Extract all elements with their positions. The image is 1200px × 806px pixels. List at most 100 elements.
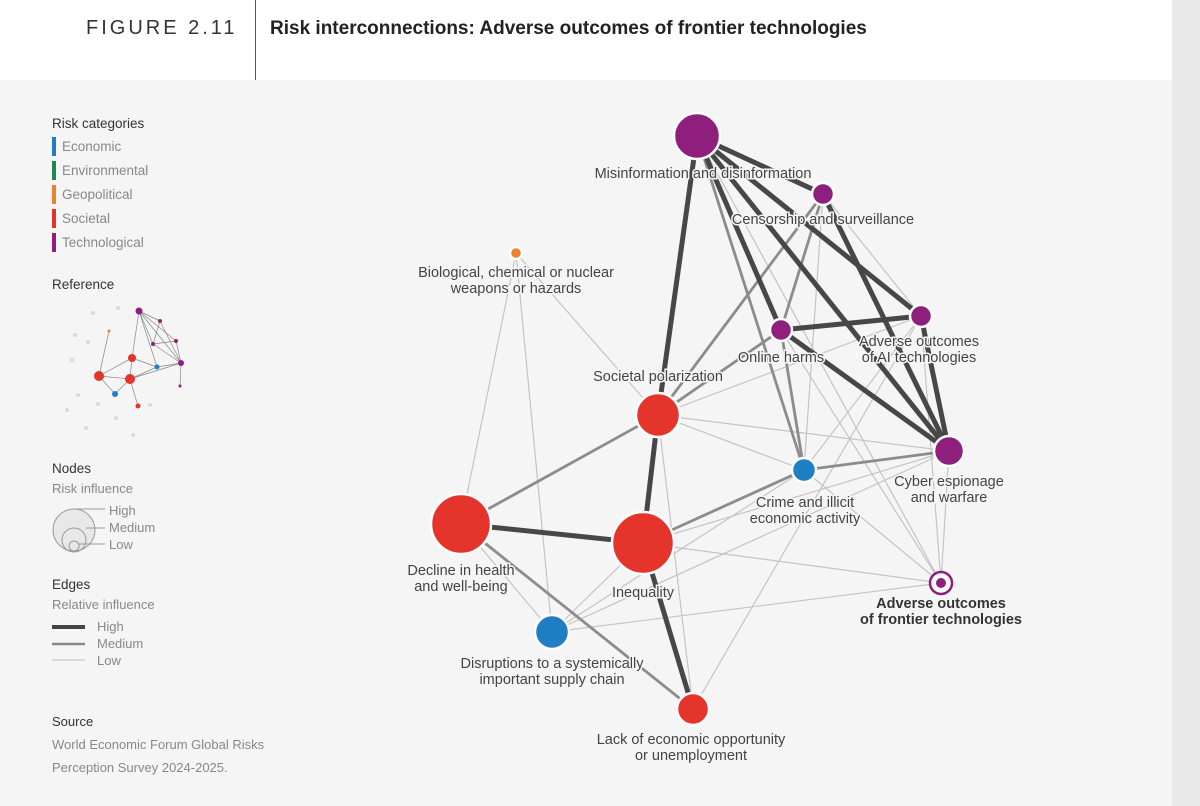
node-health[interactable] (429, 492, 493, 556)
economic-swatch (52, 137, 56, 156)
reference-edge (131, 357, 158, 368)
edge-online-ai (780, 313, 922, 333)
reference-faded-node (116, 306, 120, 310)
node-crime[interactable] (790, 456, 818, 484)
legend-category-environmental: Environmental (52, 161, 148, 181)
reference-faded-node (148, 403, 152, 407)
edge-misinfo-ai (695, 134, 923, 318)
node-label-polar: Societal polarization (593, 369, 723, 385)
reference-edge (138, 310, 161, 322)
reference-edge (152, 320, 161, 345)
node-label-inequality: Inequality (612, 585, 675, 601)
node-label-line: Censorship and surveillance (732, 212, 914, 228)
reference-node (107, 329, 111, 333)
edge-inequality-frontier (642, 542, 942, 584)
reference-edge (156, 362, 182, 368)
reference-node (135, 403, 141, 409)
reference-node (135, 307, 143, 315)
legend-categories-title: Risk categories (52, 116, 145, 131)
reference-edge (138, 310, 158, 368)
reference-node (154, 364, 160, 370)
node-label-line: weapons or hazards (450, 281, 582, 297)
source-title: Source (52, 714, 94, 729)
nodes-layer (429, 111, 966, 727)
edge-crime-cyber (803, 449, 950, 472)
legend-reference-title: Reference (52, 277, 115, 292)
edge-health-bio (460, 252, 517, 525)
edge-misinfo-online (694, 135, 784, 331)
node-ai[interactable] (908, 303, 934, 329)
node-label-line: economic activity (750, 511, 861, 527)
category-label: Geopolitical (62, 187, 133, 202)
edge-online-crime (779, 329, 806, 471)
edge-online-frontier (780, 329, 942, 584)
reference-node (178, 360, 184, 366)
reference-node (174, 339, 178, 343)
reference-node (128, 354, 136, 362)
edge-censorship-polar (656, 193, 825, 416)
figure-title: Risk interconnections: Adverse outcomes … (270, 18, 867, 39)
edge-supply-frontier (551, 582, 942, 633)
legend-edges-title: Edges (52, 577, 91, 592)
reference-faded-node (86, 340, 90, 344)
reference-node (151, 342, 155, 346)
edge-censorship-ai (822, 193, 922, 317)
node-lack[interactable] (675, 691, 711, 727)
legend-category-geopolitical: Geopolitical (52, 185, 133, 205)
edge-ai-crime (803, 315, 922, 471)
edge-polar-bio (515, 252, 659, 416)
node-online[interactable] (768, 317, 794, 343)
node-frontier[interactable] (936, 578, 946, 588)
labels-layer: Misinformation and disinformationCensors… (406, 165, 1024, 766)
node-level-low: Low (109, 537, 133, 552)
reference-edge (138, 310, 182, 364)
node-bio[interactable] (508, 245, 524, 261)
edge-crime-supply (551, 469, 805, 633)
reference-edge (152, 343, 182, 364)
reference-edge (138, 310, 154, 345)
node-inequality[interactable] (610, 510, 676, 576)
reference-edge (152, 340, 177, 345)
node-label-line: Adverse outcomes (876, 596, 1006, 612)
node-supply[interactable] (533, 613, 571, 651)
reference-faded-node (70, 358, 74, 362)
node-label-line: Societal polarization (593, 369, 723, 385)
node-label-censorship: Censorship and surveillance (732, 212, 914, 228)
environmental-swatch (52, 161, 56, 180)
category-label: Societal (62, 211, 111, 226)
header-divider (255, 0, 256, 80)
node-level-medium: Medium (109, 520, 156, 535)
edge-cyber-inequality (642, 450, 950, 544)
node-label-online: Online harms (738, 350, 824, 366)
node-misinfo[interactable] (672, 111, 722, 161)
edge-ai-polar (657, 315, 922, 416)
node-label-misinfo: Misinformation and disinformation (595, 166, 812, 182)
node-level-high: High (109, 503, 136, 518)
edge-ai-lack (692, 315, 922, 710)
reference-edge (129, 362, 182, 380)
reference-node (125, 374, 135, 384)
edge-cyber-supply (551, 450, 950, 633)
network-graph: Misinformation and disinformationCensors… (406, 111, 1024, 766)
node-label-line: Online harms (738, 350, 824, 366)
node-label-line: of frontier technologies (860, 612, 1022, 628)
edge-polar-cyber (657, 414, 950, 452)
node-cyber[interactable] (932, 434, 966, 468)
reference-faded-node (114, 416, 118, 420)
node-label-line: Crime and illicit (756, 495, 854, 511)
node-polar[interactable] (634, 391, 682, 439)
node-label-line: Disruptions to a systemically (461, 656, 645, 672)
reference-node (158, 319, 162, 323)
category-label: Environmental (62, 163, 149, 178)
reference-edge (98, 375, 131, 380)
edge-ai-cyber (918, 315, 952, 452)
edge-misinfo-crime (695, 135, 806, 471)
edge-polar-lack (657, 414, 694, 710)
node-label-line: Inequality (612, 585, 675, 601)
node-label-line: Biological, chemical or nuclear (418, 265, 614, 281)
edge-crime-frontier (803, 469, 942, 584)
node-censorship[interactable] (810, 181, 836, 207)
societal-swatch (52, 209, 56, 228)
reference-node (94, 371, 104, 381)
